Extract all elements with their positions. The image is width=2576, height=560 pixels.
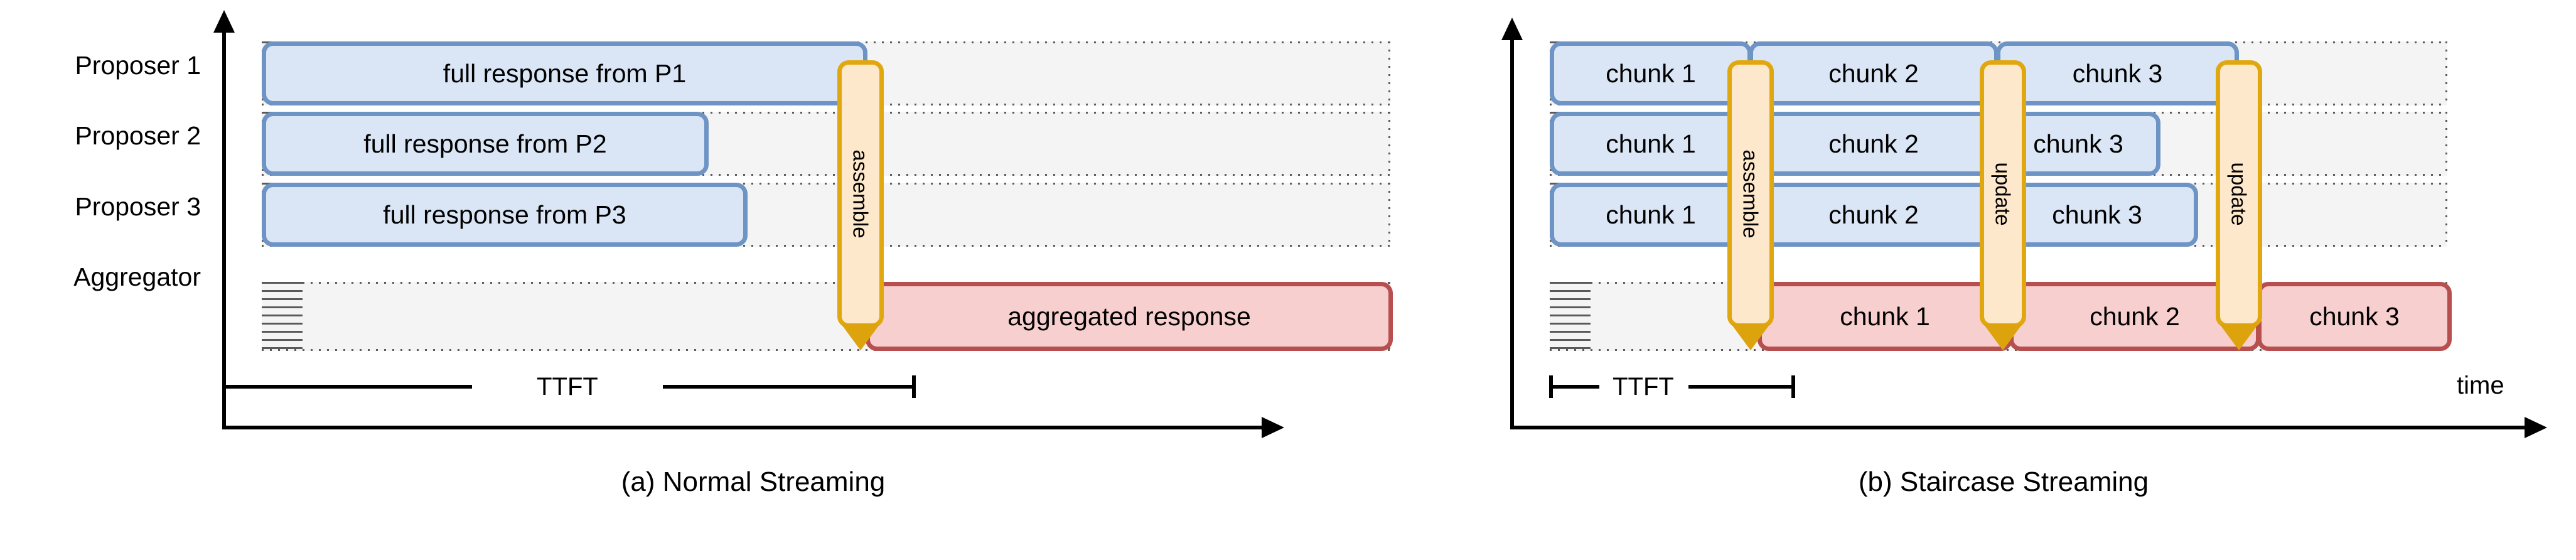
ttft-tick-right bbox=[912, 375, 916, 398]
x-axis-line bbox=[222, 426, 1264, 429]
y-axis-line bbox=[222, 31, 226, 429]
y-axis-line bbox=[1510, 39, 1514, 429]
task-box-full-response-p3[interactable]: full response from P3 bbox=[262, 183, 748, 247]
callout-assemble[interactable]: assemble bbox=[837, 60, 884, 350]
ttft-bar-right bbox=[663, 385, 912, 389]
ttft-label: TTFT bbox=[1613, 373, 1674, 401]
task-box-p2-chunk-1[interactable]: chunk 1 bbox=[1550, 112, 1752, 176]
ttft-tick-right bbox=[1791, 375, 1795, 398]
callout-body: update bbox=[2216, 60, 2262, 328]
x-axis-line bbox=[1510, 426, 2527, 429]
ttft-label: TTFT bbox=[537, 373, 598, 401]
task-box-label: full response from P3 bbox=[383, 200, 626, 229]
callout-body: assemble bbox=[1727, 60, 1774, 328]
row-label-proposer-3: Proposer 3 bbox=[75, 192, 201, 221]
y-axis-arrowhead bbox=[213, 10, 235, 33]
row-label-proposer-1: Proposer 1 bbox=[75, 51, 201, 80]
task-box-label: chunk 3 bbox=[2072, 58, 2163, 88]
ttft-measure: TTFT bbox=[222, 373, 916, 401]
callout-arrow-tip bbox=[841, 324, 880, 350]
ttft-bar-left bbox=[1549, 385, 1599, 389]
task-box-label: chunk 2 bbox=[1828, 129, 1919, 158]
callout-arrow-tip bbox=[1731, 324, 1770, 350]
panel-staircase-streaming: chunk 1 chunk 2 chunk 3 chunk 1 chunk 2 … bbox=[1288, 0, 2576, 560]
task-box-label: chunk 2 bbox=[1828, 200, 1919, 229]
panel-caption-a: (a) Normal Streaming bbox=[621, 466, 886, 497]
ttft-bar-left bbox=[222, 385, 472, 389]
task-box-p3-chunk-3[interactable]: chunk 3 bbox=[1996, 183, 2198, 247]
ttft-bar-right bbox=[1688, 385, 1791, 389]
x-axis-title-time: time bbox=[2457, 372, 2504, 399]
row-label-aggregator: Aggregator bbox=[73, 262, 201, 291]
callout-update-1[interactable]: update bbox=[1980, 60, 2026, 350]
task-box-p2-chunk-2[interactable]: chunk 2 bbox=[1749, 112, 1999, 176]
task-box-full-response-p2[interactable]: full response from P2 bbox=[262, 112, 709, 176]
task-box-label: chunk 1 bbox=[1840, 301, 1930, 331]
callout-update-2[interactable]: update bbox=[2216, 60, 2262, 350]
panel-caption-b: (b) Staircase Streaming bbox=[1858, 466, 2149, 497]
task-box-p1-chunk-3[interactable]: chunk 3 bbox=[1996, 41, 2239, 105]
task-box-label: chunk 2 bbox=[1828, 58, 1919, 88]
task-box-label: aggregated response bbox=[1007, 301, 1251, 331]
task-box-label: full response from P1 bbox=[443, 58, 687, 88]
task-box-label: chunk 1 bbox=[1606, 200, 1696, 229]
row-label-proposer-2: Proposer 2 bbox=[75, 121, 201, 150]
callout-label: assemble bbox=[849, 149, 872, 239]
callout-label: assemble bbox=[1739, 149, 1763, 239]
task-box-label: chunk 3 bbox=[2052, 200, 2142, 229]
task-box-p1-chunk-1[interactable]: chunk 1 bbox=[1550, 41, 1752, 105]
task-box-p1-chunk-2[interactable]: chunk 2 bbox=[1749, 41, 1999, 105]
task-box-label: chunk 2 bbox=[2090, 301, 2180, 331]
callout-arrow-tip bbox=[1983, 324, 2022, 350]
task-box-agg-chunk-3[interactable]: chunk 3 bbox=[2257, 282, 2452, 351]
task-box-label: chunk 3 bbox=[2309, 301, 2400, 331]
x-axis-arrowhead bbox=[2525, 417, 2547, 438]
x-axis-arrowhead bbox=[1262, 417, 1284, 438]
task-box-label: full response from P2 bbox=[363, 129, 607, 158]
callout-assemble[interactable]: assemble bbox=[1727, 60, 1774, 350]
task-box-p3-chunk-2[interactable]: chunk 2 bbox=[1749, 183, 1999, 247]
callout-arrow-tip bbox=[2219, 324, 2258, 350]
ttft-measure: TTFT bbox=[1549, 373, 1795, 401]
callout-body: assemble bbox=[837, 60, 884, 328]
task-box-agg-chunk-1[interactable]: chunk 1 bbox=[1758, 282, 2012, 351]
task-box-aggregated-response[interactable]: aggregated response bbox=[866, 282, 1393, 351]
callout-label: update bbox=[1991, 162, 2015, 226]
task-box-label: chunk 3 bbox=[2033, 129, 2123, 158]
task-box-label: chunk 1 bbox=[1606, 129, 1696, 158]
task-box-p3-chunk-1[interactable]: chunk 1 bbox=[1550, 183, 1752, 247]
callout-body: update bbox=[1980, 60, 2026, 328]
task-box-label: chunk 1 bbox=[1606, 58, 1696, 88]
y-axis-arrowhead bbox=[1501, 18, 1523, 40]
task-box-full-response-p1[interactable]: full response from P1 bbox=[262, 41, 867, 105]
callout-label: update bbox=[2227, 162, 2251, 226]
panel-normal-streaming: Proposer 1 Proposer 2 Proposer 3 Aggrega… bbox=[73, 10, 1393, 497]
